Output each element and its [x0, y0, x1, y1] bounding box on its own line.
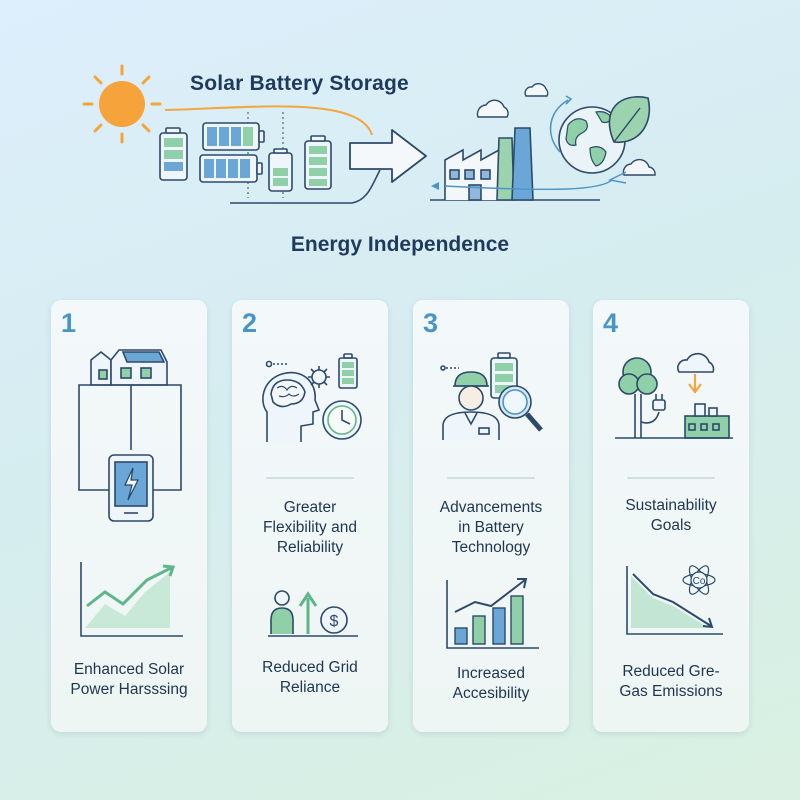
battery-small-icon	[268, 148, 293, 192]
label-line: Enhanced Solar	[73, 661, 185, 678]
card-3-bottom-label: Increased Accesibility	[419, 664, 563, 704]
label-line: in Battery	[458, 519, 524, 536]
card-2-top-label: Greater Flexibility and Reliability	[238, 498, 382, 558]
label-line: Reliance	[279, 679, 341, 696]
label-line: Greater	[283, 499, 337, 516]
co2-symbol: Co	[693, 576, 706, 587]
label-line: Flexibility and	[263, 519, 357, 536]
label-line: Reliability	[276, 539, 344, 556]
page-title: Solar Battery Storage	[190, 72, 409, 95]
battery-tall-icon	[304, 135, 332, 190]
label-line: Reduced Grid	[262, 659, 358, 676]
card-4-top-label: Sustainability Goals	[599, 496, 743, 536]
page-subtitle: Energy Independence	[290, 233, 510, 256]
sun-icon	[82, 64, 162, 144]
hero-illustration	[0, 0, 800, 230]
card-3-top-label: Advancements in Battery Technology	[419, 498, 563, 558]
label-line: Power Harsssing	[70, 681, 188, 698]
battery-horizontal-icon	[202, 122, 265, 151]
card-4: 4 Sustainability Goals	[593, 300, 749, 732]
cloud-icon	[476, 99, 509, 118]
card-number: 2	[242, 308, 258, 338]
battery-vertical-icon	[159, 127, 188, 181]
card-3: 3 Advancements in Battery Technology	[413, 300, 569, 732]
card-number: 4	[603, 308, 619, 338]
card-number: 1	[61, 308, 77, 338]
person-dollar-icon: $	[268, 590, 358, 637]
label-line: Sustainability	[625, 497, 717, 514]
label-line: Gas Emissions	[619, 683, 723, 700]
arrow-right-icon	[349, 129, 427, 183]
brain-gear-clock-icon	[262, 353, 362, 442]
dollar-symbol: $	[330, 613, 339, 630]
bar-growth-icon	[446, 578, 539, 649]
battery-horizontal-icon-2	[199, 154, 263, 183]
label-line: Goals	[650, 517, 692, 534]
card-1: 1 Enhanced Solar Power Harsssing	[51, 300, 207, 732]
growth-chart-icon	[80, 562, 183, 637]
label-line: Increased	[456, 665, 526, 682]
label-line: Accesibility	[452, 685, 530, 702]
cloud-icon-3	[622, 158, 656, 176]
factory-icon	[430, 127, 600, 201]
technician-magnifier-icon	[440, 352, 543, 440]
label-line: Technology	[451, 539, 531, 556]
card-2-bottom-label: Reduced Grid Reliance	[238, 658, 382, 698]
card-2: 2 Greater Flexibility and Reliability	[232, 300, 388, 732]
label-line: Reduced Gre-	[622, 663, 720, 680]
card-4-bottom-label: Reduced Gre- Gas Emissions	[599, 662, 743, 702]
card-divider	[447, 477, 535, 479]
declining-chart-co2-icon: Co	[626, 565, 723, 635]
card-divider	[627, 477, 715, 479]
tree-plug-factory-icon	[615, 352, 733, 439]
house-battery-icon	[78, 349, 182, 522]
cloud-icon-2	[524, 83, 549, 97]
atom-icon	[682, 565, 716, 595]
card-divider	[266, 477, 354, 479]
hero-graphic	[82, 64, 656, 204]
card-number: 3	[423, 308, 439, 338]
card-1-bottom-label: Enhanced Solar Power Harsssing	[57, 660, 201, 700]
label-line: Advancements	[439, 499, 543, 516]
leaf-icon	[608, 96, 651, 143]
